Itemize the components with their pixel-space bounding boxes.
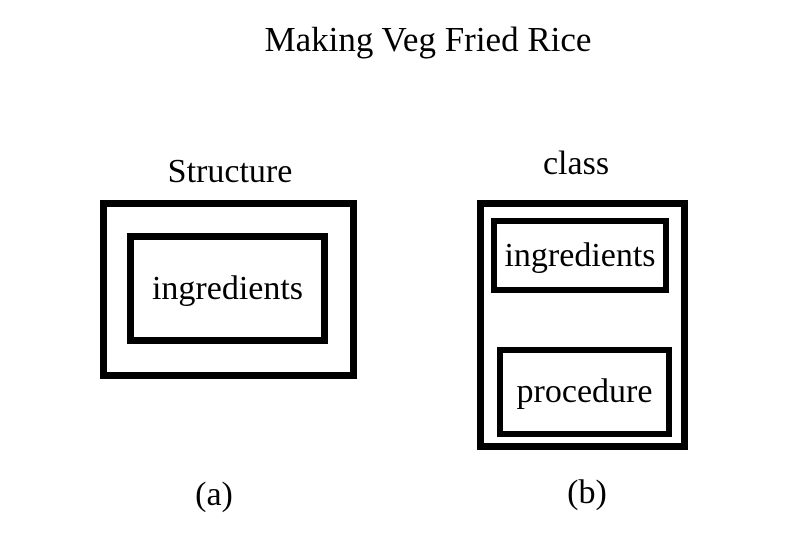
- structure-ingredients-box: ingredients: [127, 233, 328, 344]
- structure-outer-box: ingredients: [100, 200, 357, 379]
- class-procedure-box: procedure: [497, 347, 672, 437]
- class-outer-box: ingredients procedure: [477, 200, 688, 450]
- diagram-a-heading: Structure: [167, 153, 293, 190]
- class-procedure-label: procedure: [516, 373, 653, 410]
- class-ingredients-label: ingredients: [504, 236, 656, 274]
- structure-ingredients-label: ingredients: [151, 269, 304, 307]
- diagram-b-caption: (b): [567, 474, 607, 511]
- diagram-b-heading: class: [542, 145, 610, 182]
- class-ingredients-box: ingredients: [491, 218, 669, 293]
- figure-title: Making Veg Fried Rice: [264, 20, 592, 59]
- diagram-a-caption: (a): [195, 476, 233, 513]
